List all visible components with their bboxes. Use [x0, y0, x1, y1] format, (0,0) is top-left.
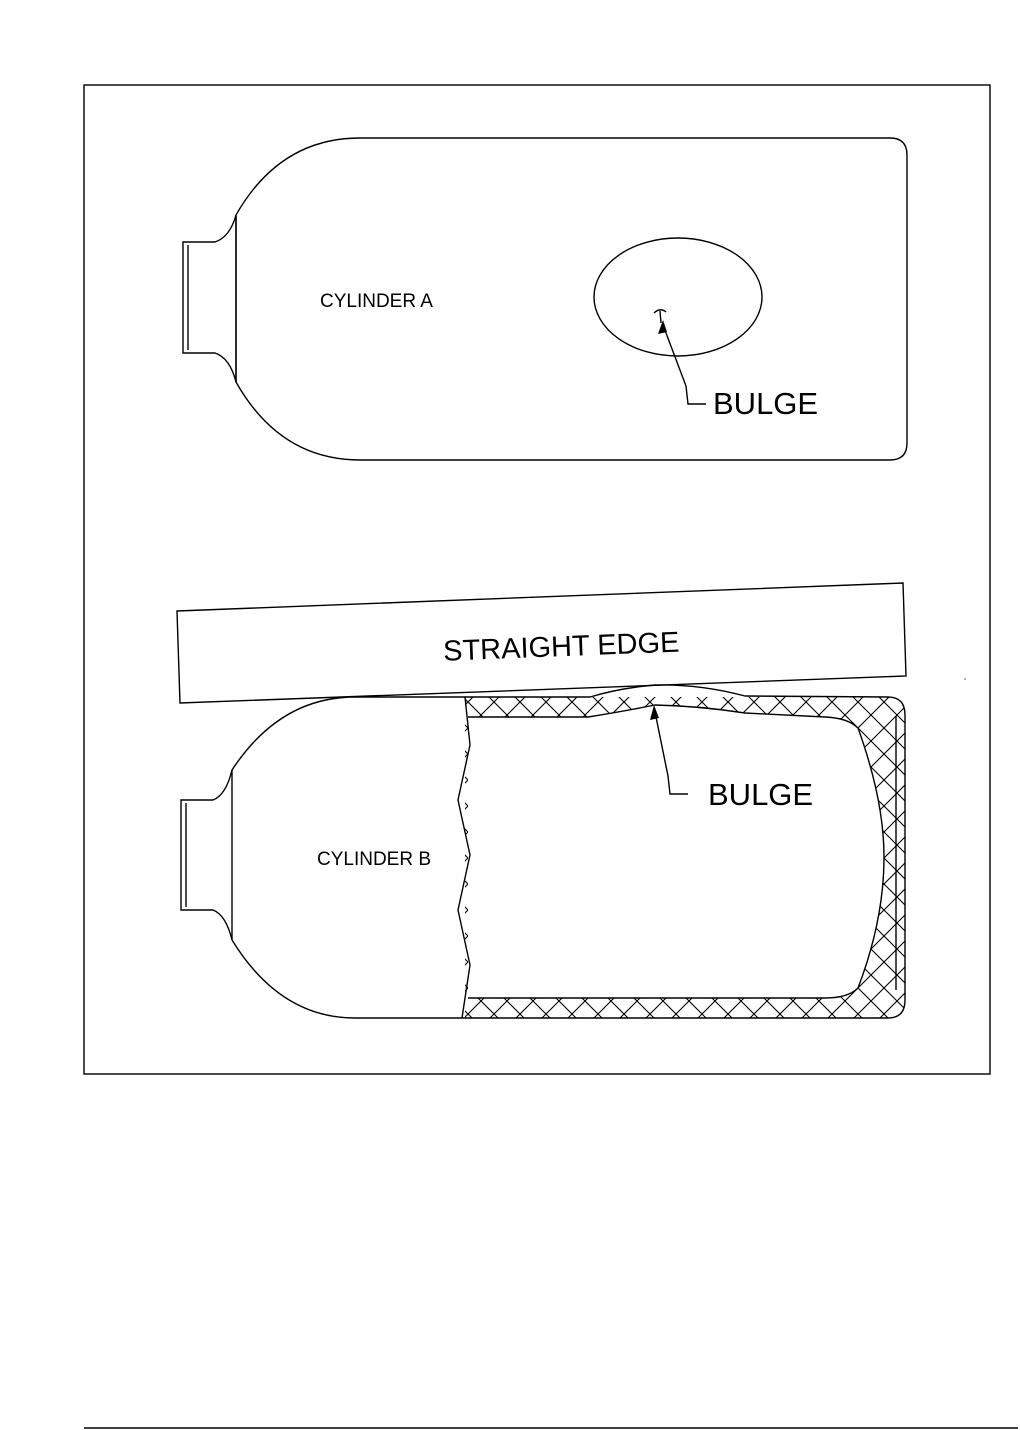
cylinder-a-neck: [183, 215, 236, 382]
straight-edge: STRAIGHT EDGE: [177, 583, 906, 703]
bulge-b-label: BULGE: [708, 777, 813, 812]
cylinder-b-neck: [181, 770, 232, 940]
cylinder-a-label: CYLINDER A: [320, 291, 433, 312]
cylinder-b-label: CYLINDER B: [317, 849, 431, 870]
figure-frame: [84, 85, 990, 1074]
bulge-a-label: BULGE: [713, 386, 818, 421]
bulge-a-ellipse: [594, 238, 762, 356]
cylinder-b-break-line: [458, 697, 470, 1018]
cylinder-b: CYLINDER B BULGE: [181, 685, 905, 1018]
bulge-a-leader: [663, 325, 706, 404]
cylinder-a: CYLINDER A BULGE: [183, 138, 907, 460]
bulge-b-leader: [655, 712, 688, 794]
cylinder-b-wall-hatch: [465, 697, 905, 1018]
straight-edge-label: STRAIGHT EDGE: [443, 627, 680, 668]
cylinder-b-inner-wall: [468, 705, 884, 998]
